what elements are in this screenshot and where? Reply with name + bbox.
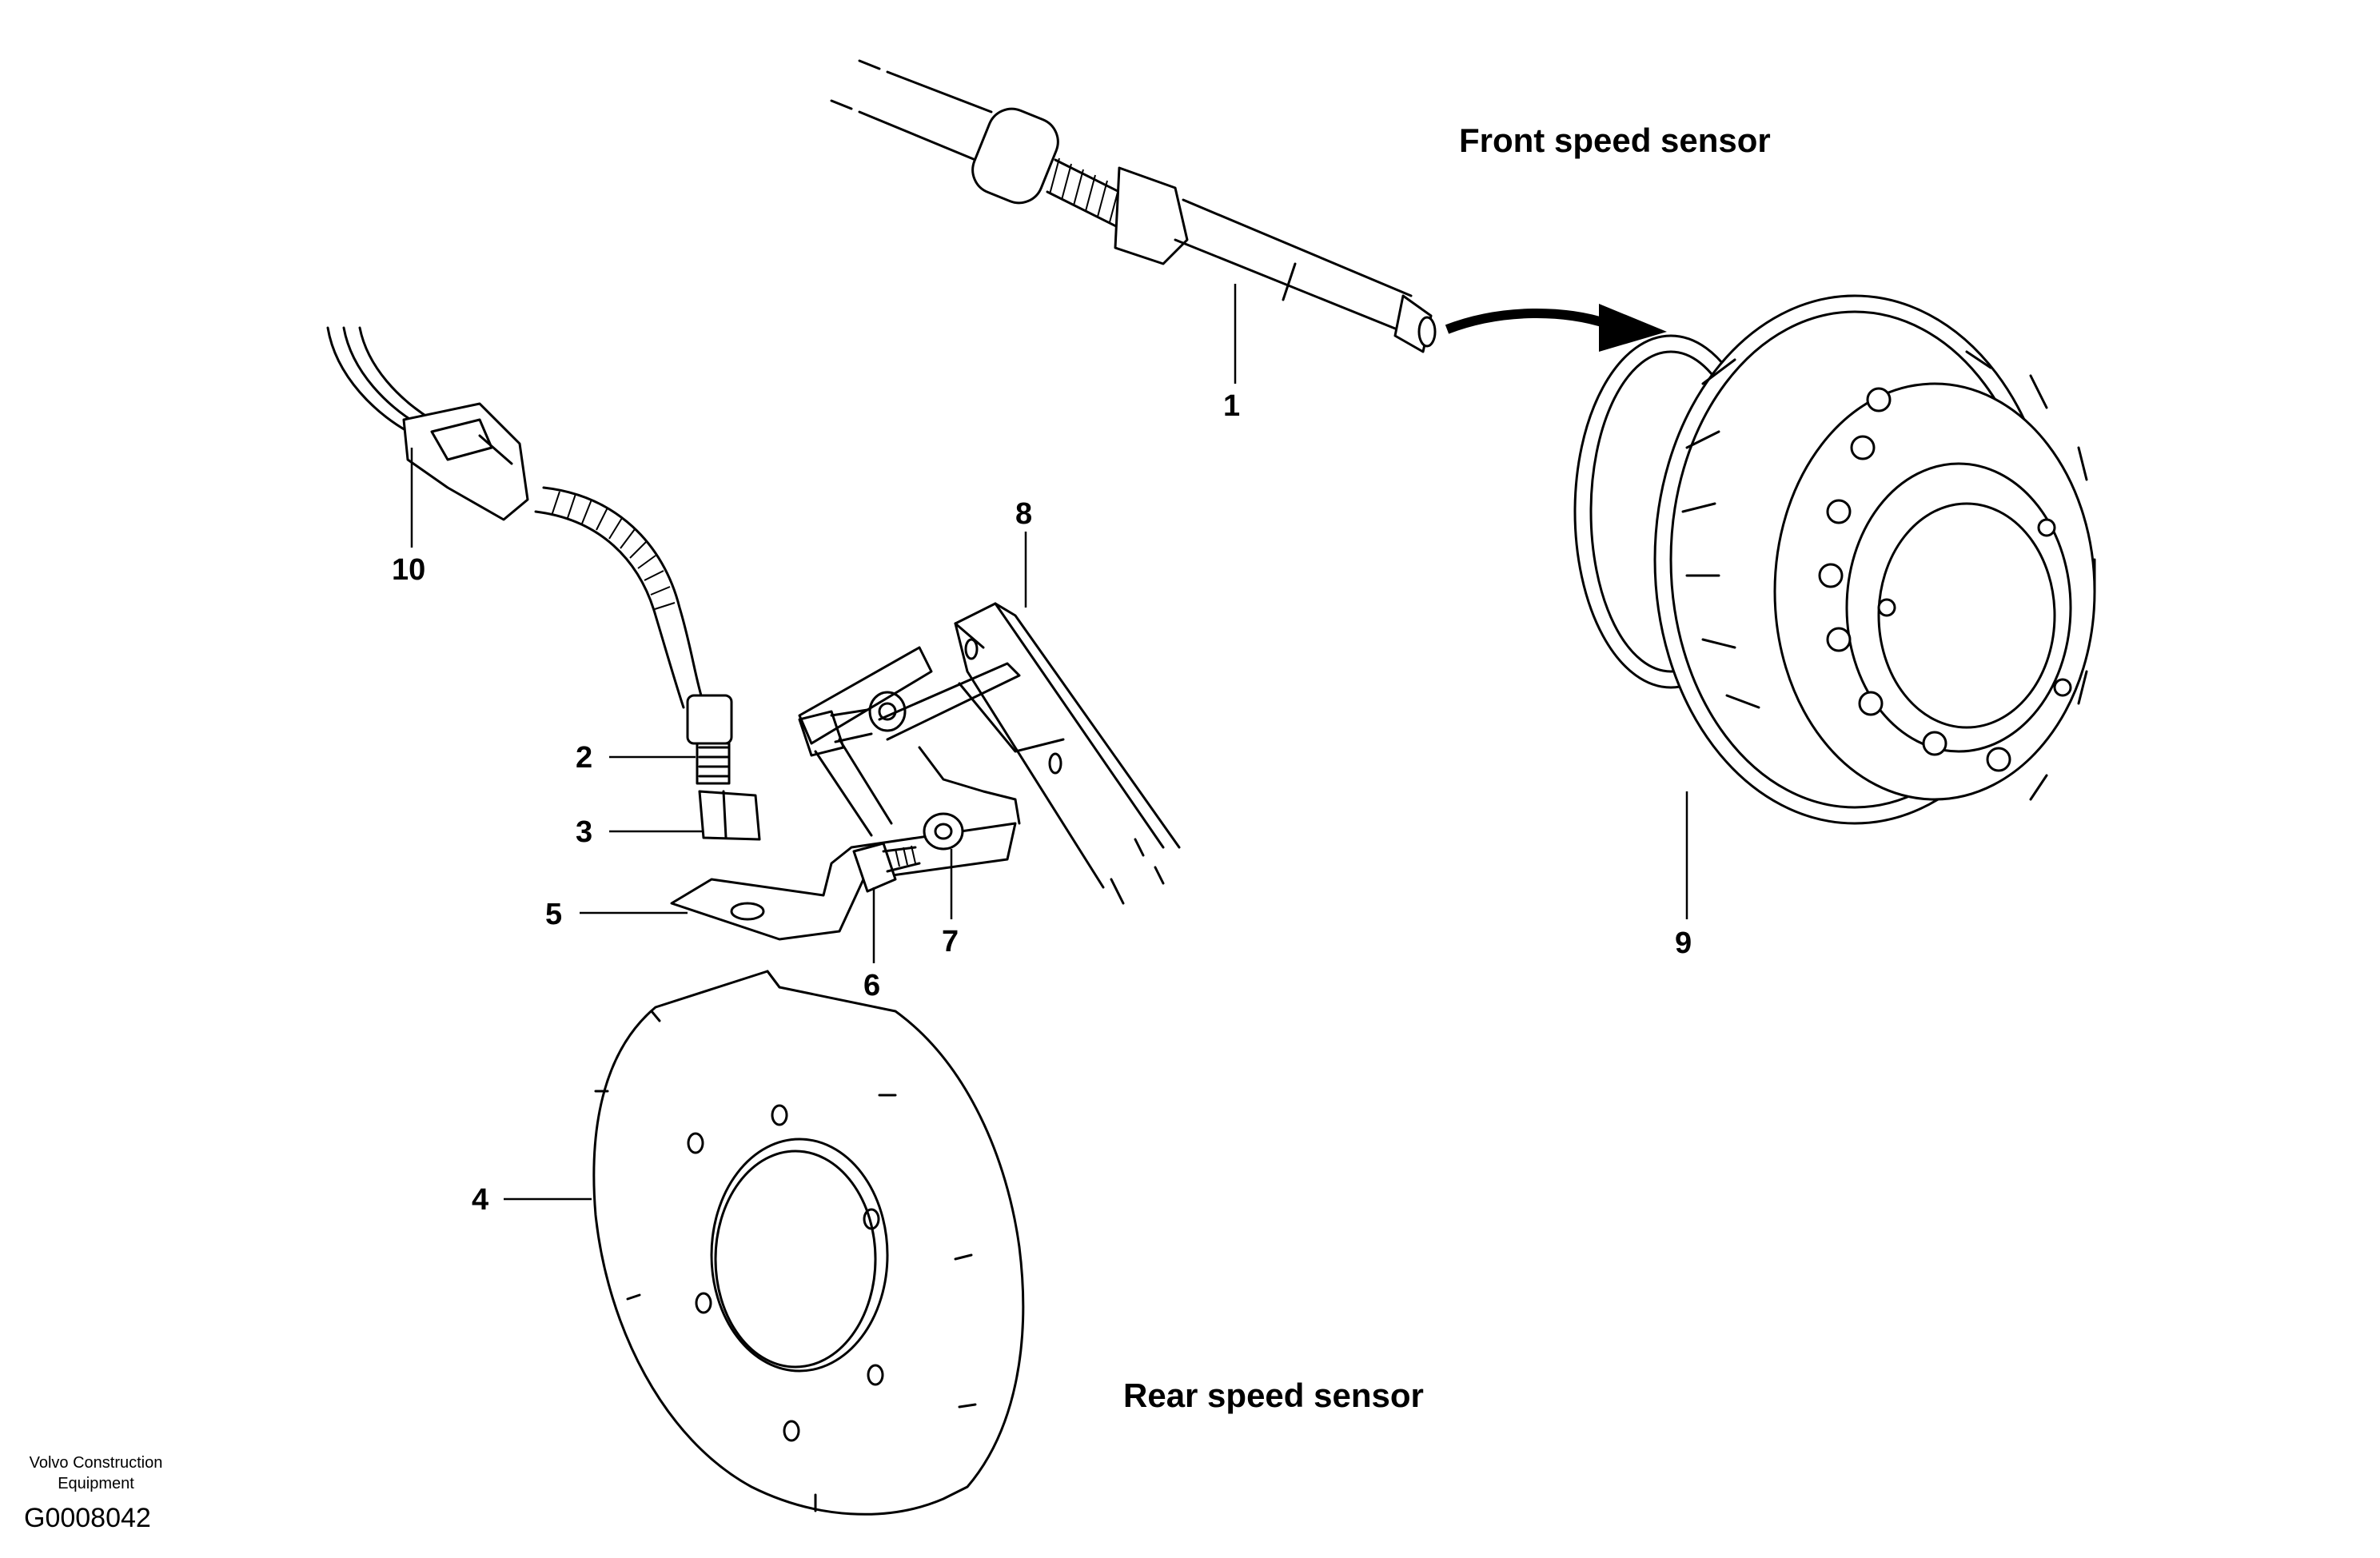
callout-5: 5 [545, 898, 562, 931]
bracket-bolt [852, 842, 921, 893]
front-speed-sensor-heading: Front speed sensor [1459, 122, 1771, 159]
callout-7: 7 [942, 925, 959, 958]
sensor-thread [1049, 157, 1120, 223]
leader-lines [410, 284, 1688, 1201]
sensor-disc [592, 970, 1025, 1516]
rear-sensor-harness [326, 326, 761, 841]
callout-4: 4 [472, 1183, 488, 1217]
callout-1: 1 [1223, 389, 1240, 423]
hub-bolts [1818, 387, 2072, 772]
drawing-code: G0008042 [24, 1503, 151, 1533]
wheel-hub [1573, 294, 2096, 825]
callout-3: 3 [576, 815, 592, 849]
braided-sleeve [551, 491, 676, 610]
brand-line-2: Equipment [58, 1475, 134, 1492]
harness-connector [402, 402, 529, 521]
upper-bolt [798, 691, 907, 757]
callout-9: 9 [1675, 926, 1692, 960]
front-speed-sensor [830, 59, 1437, 353]
callout-6: 6 [863, 969, 880, 1002]
callout-10: 10 [392, 553, 425, 587]
callout-8: 8 [1015, 497, 1032, 531]
brand-line-1: Volvo Construction [30, 1454, 163, 1472]
disc-holes [687, 1104, 884, 1442]
mounting-frame [798, 602, 1181, 905]
callout-2: 2 [576, 741, 592, 775]
rear-speed-sensor-heading: Rear speed sensor [1123, 1377, 1424, 1414]
rear-sensor-nut [698, 790, 761, 841]
sensor-bracket [670, 822, 1017, 941]
bracket-washer [923, 812, 964, 851]
arrow-to-hub [1445, 304, 1667, 352]
